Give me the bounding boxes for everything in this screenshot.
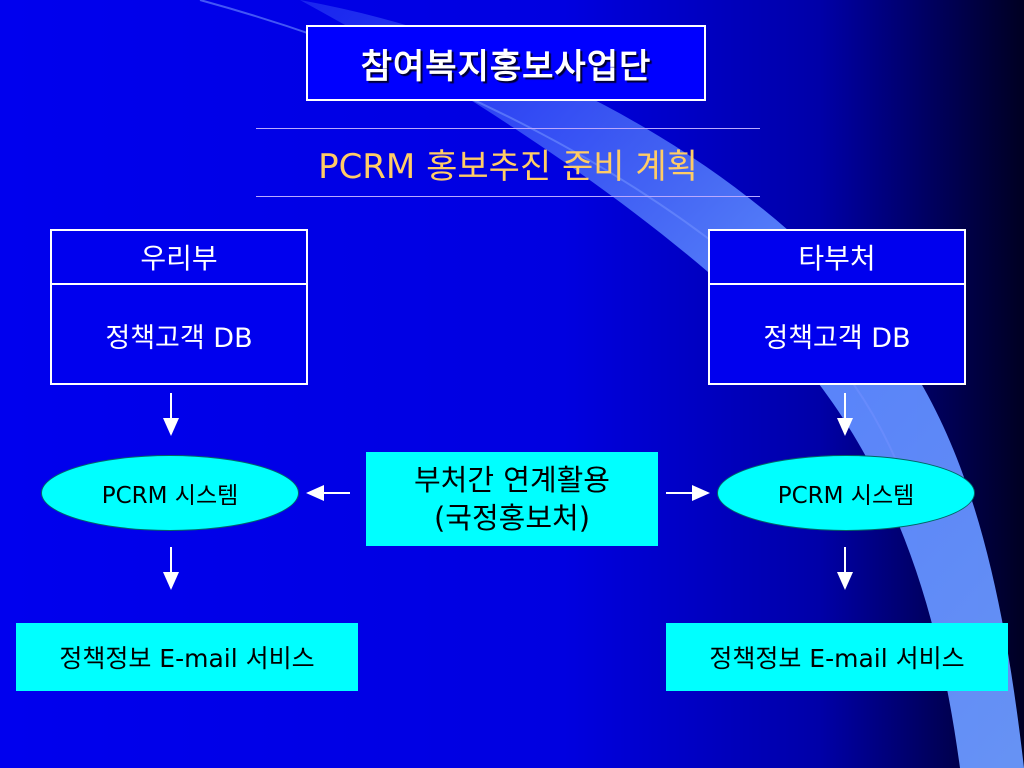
left-pcrm-system: PCRM 시스템 <box>41 455 299 531</box>
right-db-header: 타부처 <box>710 231 964 285</box>
center-line-2: (국정홍보처) <box>433 501 591 535</box>
left-db-header: 우리부 <box>52 231 306 285</box>
left-db-box: 우리부 정책고객 DB <box>50 229 308 385</box>
right-db-box: 타부처 정책고객 DB <box>708 229 966 385</box>
center-link-box: 부처간 연계활용 (국정홍보처) <box>366 452 658 546</box>
right-db-label: 정책고객 DB <box>763 322 911 354</box>
right-email-service: 정책정보 E-mail 서비스 <box>666 623 1008 691</box>
left-email-service: 정책정보 E-mail 서비스 <box>16 623 358 691</box>
subtitle: PCRM 홍보추진 준비 계획 <box>318 146 698 187</box>
subtitle-rule-bottom <box>256 196 760 197</box>
right-pcrm-system: PCRM 시스템 <box>717 455 975 531</box>
page-title: 참여복지홍보사업단 <box>306 25 706 101</box>
subtitle-rule-top <box>256 128 760 129</box>
center-line-1: 부처간 연계활용 <box>414 463 610 497</box>
left-db-label: 정책고객 DB <box>105 322 253 354</box>
